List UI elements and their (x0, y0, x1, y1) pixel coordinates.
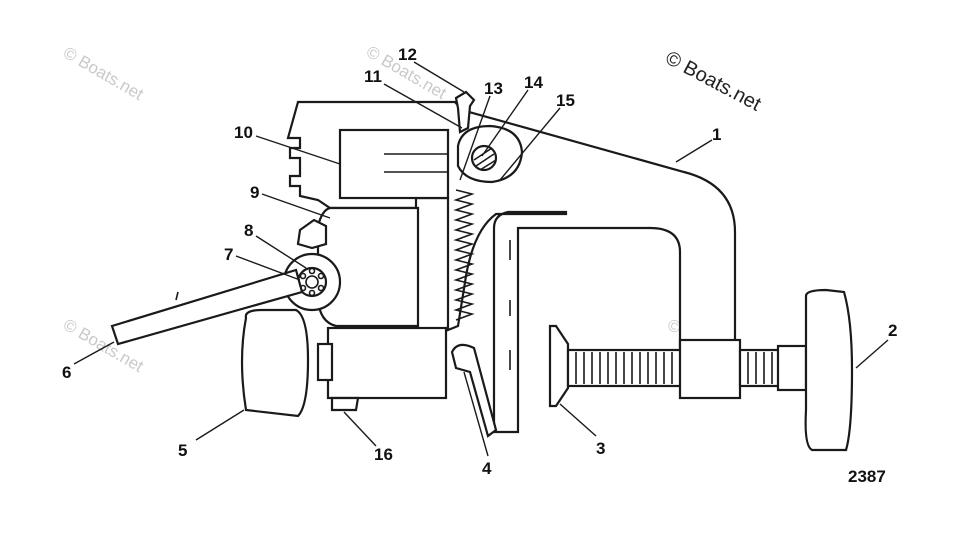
clip-16 (330, 396, 360, 412)
clamp-screw-3 (548, 324, 686, 408)
watermark-top-left: © Boats.net (60, 43, 147, 104)
leader-1 (675, 139, 713, 163)
bar-4 (450, 343, 498, 438)
leader-13 (459, 95, 491, 181)
handle-6 (110, 268, 304, 346)
copyright-notice: © Boats.net (662, 47, 765, 116)
leader-3 (559, 403, 597, 437)
callout-9: 9 (250, 183, 259, 202)
pin-12 (454, 90, 476, 134)
spring-13 (453, 189, 475, 321)
callout-14: 14 (524, 73, 543, 92)
callout-16: 16 (374, 445, 393, 464)
leader-8 (255, 235, 307, 269)
leader-6 (73, 341, 115, 365)
leader-14 (481, 89, 529, 157)
leader-7 (235, 255, 301, 281)
leader-12 (413, 61, 465, 93)
callout-5: 5 (178, 441, 187, 460)
leader-5 (195, 409, 245, 441)
callout-15: 15 (556, 91, 575, 110)
pivot-14 (456, 124, 524, 184)
swivel-lock (282, 252, 342, 312)
leader-16 (343, 411, 377, 447)
clamp-nut (678, 338, 784, 400)
callout-13: 13 (484, 79, 503, 98)
callout-8: 8 (244, 221, 253, 240)
leader-11 (383, 83, 463, 129)
callout-12: 12 (398, 45, 417, 64)
upper-block-10 (338, 128, 450, 200)
leader-10 (255, 135, 341, 165)
lower-block (316, 326, 448, 400)
callout-10: 10 (234, 123, 253, 142)
callout-6: 6 (62, 363, 71, 382)
leader-15 (499, 107, 561, 181)
leader-9 (261, 193, 331, 219)
knob-5 (240, 308, 310, 418)
callout-4: 4 (482, 459, 492, 478)
callout-1: 1 (712, 125, 721, 144)
leader-4 (463, 371, 489, 457)
leader-lines (73, 61, 889, 457)
callout-7: 7 (224, 245, 233, 264)
tee-handle-2 (776, 288, 854, 452)
leader-2 (855, 339, 889, 369)
callout-11: 11 (364, 67, 382, 86)
figure-number: 2387 (848, 467, 886, 486)
callout-labels: 1 2 3 4 5 6 7 8 9 10 11 12 13 14 15 16 (62, 45, 897, 478)
callout-3: 3 (596, 439, 605, 458)
callout-2: 2 (888, 321, 897, 340)
